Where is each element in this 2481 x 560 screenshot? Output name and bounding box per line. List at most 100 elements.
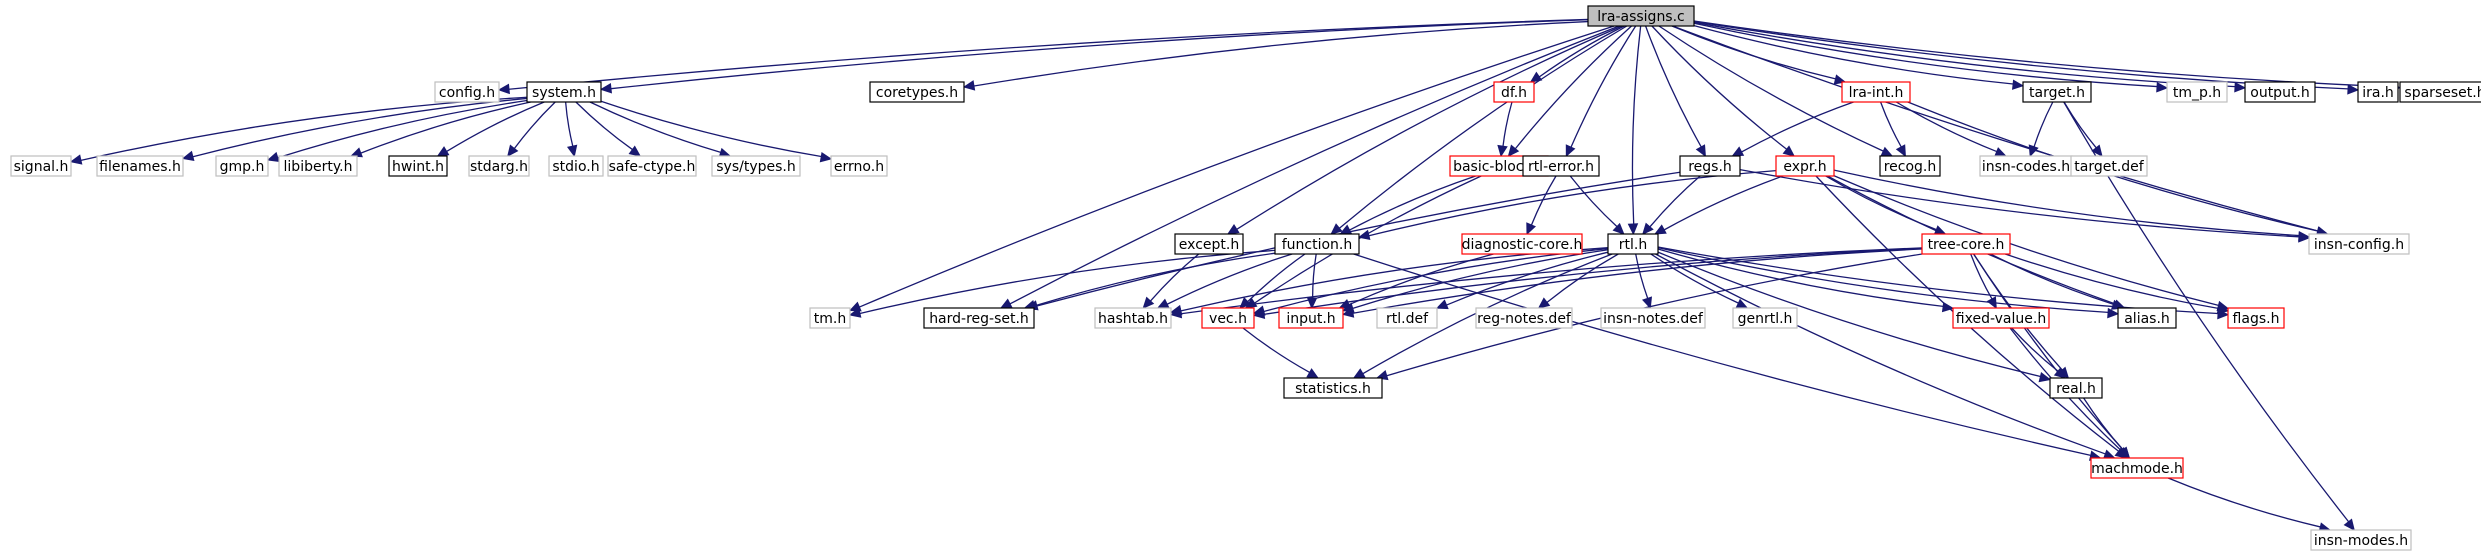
node-safe-ctype[interactable]: safe-ctype.h (607, 155, 697, 177)
node-hard-reg-set[interactable]: hard-reg-set.h (923, 307, 1035, 329)
node-target-def[interactable]: target.def (2070, 155, 2148, 177)
node-except[interactable]: except.h (1174, 233, 1244, 255)
node-df[interactable]: df.h (1493, 81, 1535, 103)
arrowhead-icon (1880, 146, 1894, 157)
edge-rtl-to-real (1657, 251, 2052, 383)
node-label: df.h (1501, 85, 1527, 101)
node-rtl-error[interactable]: rtl-error.h (1522, 155, 1600, 177)
node-stdarg[interactable]: stdarg.h (468, 155, 530, 177)
arrowhead-icon (1169, 307, 1183, 319)
node-regs[interactable]: regs.h (1679, 155, 1741, 177)
node-errno[interactable]: errno.h (830, 155, 888, 177)
node-target[interactable]: target.h (2022, 81, 2092, 103)
node-box (1600, 307, 1706, 329)
node-gmp[interactable]: gmp.h (215, 155, 269, 177)
arrowhead-icon (69, 154, 83, 165)
node-filenames[interactable]: filenames.h (96, 155, 184, 177)
node-genrtl[interactable]: genrtl.h (1732, 307, 1798, 329)
node-systypes[interactable]: sys/types.h (711, 155, 801, 177)
node-rtl[interactable]: rtl.h (1607, 233, 1659, 255)
node-label: rtl-error.h (1528, 159, 1594, 175)
node-label: hwint.h (392, 159, 444, 175)
edge-line (1655, 253, 2106, 455)
node-vec[interactable]: vec.h (1201, 307, 1255, 329)
node-system[interactable]: system.h (526, 81, 602, 103)
node-signal[interactable]: signal.h (10, 155, 72, 177)
edge-line (1236, 25, 1623, 230)
node-insn-modes[interactable]: insn-modes.h (2310, 529, 2412, 551)
node-label: except.h (1179, 237, 1239, 253)
node-hashtab[interactable]: hashtab.h (1094, 307, 1172, 329)
edge-tree-core-to-hashtab (1169, 247, 1923, 319)
node-stdio[interactable]: stdio.h (548, 155, 604, 177)
node-box (1841, 81, 1911, 103)
node-alias[interactable]: alias.h (2117, 307, 2177, 329)
node-insn-codes[interactable]: insn-codes.h (1979, 155, 2073, 177)
arrowhead-icon (2107, 307, 2120, 319)
edge-lra-assigns-to-tm_p (1693, 22, 2169, 93)
node-output[interactable]: output.h (2244, 81, 2316, 103)
arrowhead-icon (266, 151, 280, 162)
node-diagnostic-core[interactable]: diagnostic-core.h (1461, 233, 1583, 255)
node-ira[interactable]: ira.h (2357, 81, 2399, 103)
node-box (1522, 155, 1600, 177)
edge-lra-int-to-recog (1879, 101, 1906, 158)
node-sparseset[interactable]: sparseset.h (2399, 81, 2481, 103)
arrowhead-icon (599, 83, 613, 94)
edge-vec-to-statistics (1242, 327, 1320, 379)
node-libiberty[interactable]: libiberty.h (278, 155, 358, 177)
edge-line (1631, 25, 1642, 225)
nodes-layer: lra-assigns.c config.h system.h coretypes.h… (10, 5, 2481, 551)
node-tree-core[interactable]: tree-core.h (1921, 233, 2011, 255)
node-tm_p[interactable]: tm_p.h (2166, 81, 2228, 103)
edge-basic-block-to-function (1339, 175, 1476, 235)
node-input[interactable]: input.h (1278, 307, 1344, 329)
arrowhead-icon (1142, 296, 1155, 309)
node-insn-notes[interactable]: insn-notes.def (1600, 307, 1706, 329)
node-label: hard-reg-set.h (929, 311, 1029, 327)
node-real[interactable]: real.h (2049, 377, 2103, 399)
edge-line (1739, 168, 2300, 238)
edge-tree-core-to-alias (1990, 253, 2124, 310)
node-box (711, 155, 801, 177)
node-reg-notes[interactable]: reg-notes.def (1475, 307, 1573, 329)
edge-line (1663, 175, 1784, 231)
edge-line (1657, 246, 2109, 314)
node-label: diagnostic-core.h (1462, 237, 1583, 253)
node-insn-config[interactable]: insn-config.h (2308, 233, 2410, 255)
edge-line (859, 25, 1615, 308)
node-box (10, 155, 72, 177)
edge-function-to-tm (848, 249, 1276, 318)
node-label: target.h (2029, 85, 2085, 101)
node-function[interactable]: function.h (1274, 233, 1360, 255)
node-box (96, 155, 184, 177)
edge-line (1349, 175, 1476, 231)
node-flags[interactable]: flags.h (2227, 307, 2285, 329)
edge-line (1263, 247, 1923, 316)
node-label: hashtab.h (1098, 311, 1168, 327)
node-statistics[interactable]: statistics.h (1283, 377, 1383, 399)
node-coretypes[interactable]: coretypes.h (869, 81, 965, 103)
edge-line (192, 97, 528, 158)
node-lra-assigns[interactable]: lra-assigns.c (1587, 5, 1695, 27)
node-hwint[interactable]: hwint.h (388, 155, 448, 177)
node-recog[interactable]: recog.h (1879, 155, 1941, 177)
node-config[interactable]: config.h (434, 81, 500, 103)
edge-line (1569, 175, 1618, 228)
node-tm[interactable]: tm.h (809, 307, 851, 329)
node-lra-int[interactable]: lra-int.h (1841, 81, 1911, 103)
node-expr[interactable]: expr.h (1775, 155, 1835, 177)
edge-line (1546, 253, 1619, 303)
node-fixed-value[interactable]: fixed-value.h (1952, 307, 2050, 329)
node-label: gmp.h (220, 159, 265, 175)
edge-line (600, 100, 822, 158)
arrowhead-icon (2216, 303, 2230, 315)
node-box (1775, 155, 1835, 177)
edge-line (1352, 248, 1923, 314)
arrowhead-icon (1352, 368, 1366, 379)
node-box (1174, 233, 1244, 255)
node-machmode[interactable]: machmode.h (2090, 457, 2184, 479)
edge-line (360, 101, 531, 154)
node-rtl-def[interactable]: rtl.def (1376, 307, 1438, 329)
arrowhead-icon (1435, 299, 1449, 310)
